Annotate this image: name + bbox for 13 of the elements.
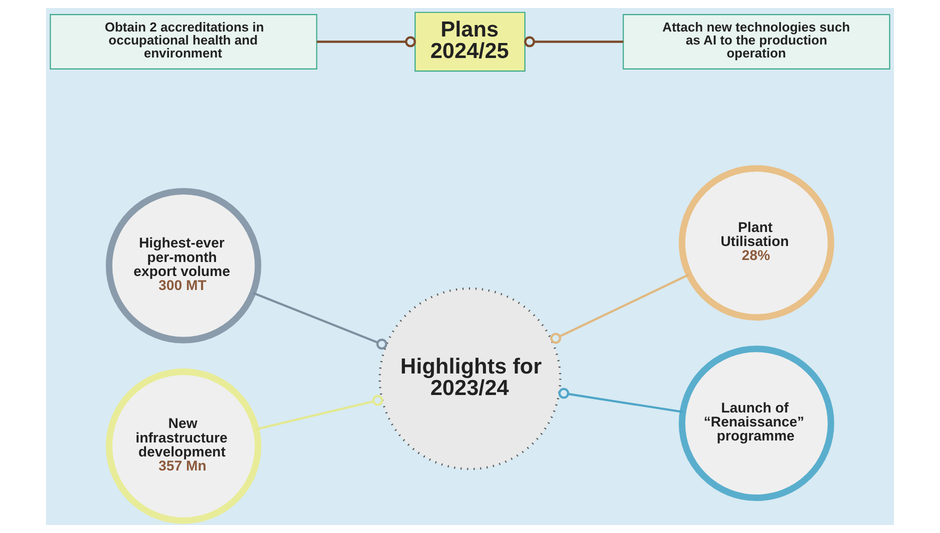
connector [256,394,384,430]
node-box: Obtain 2 accreditations in occupational health and environment [50,14,318,70]
connector [316,36,416,48]
node-box: Plans 2024/25 [414,12,526,72]
node-circle: Highest-ever per-month export volume 300 MT [106,188,262,344]
node-box: Attach new technologies such as AI to the production operation [622,14,890,70]
node-circle: Plant Utilisation 28% [678,165,834,321]
connector [558,388,683,414]
node-circle: Launch of “Renaissance” programme [678,346,834,502]
connector [524,36,624,48]
connector [550,274,690,344]
node-circle: New infrastructure development 357 Mn [106,368,262,524]
connector [252,292,388,350]
